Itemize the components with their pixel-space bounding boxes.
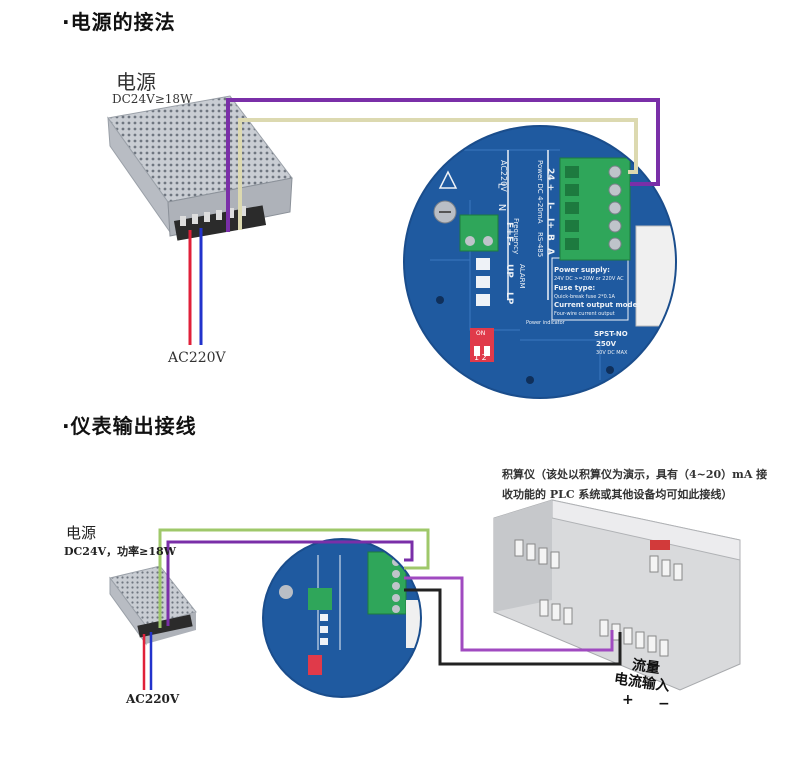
totalizer-note-line1: 积算仪（该处以积算仪为演示，具有（4~20）mA 接 bbox=[502, 468, 768, 481]
flow-totalizer-device bbox=[493, 499, 741, 691]
board-ps-title: Power supply: bbox=[554, 266, 610, 274]
power-supply-unit bbox=[107, 95, 293, 241]
totalizer-note-line2: 收功能的 PLC 系统或其他设备均可如此接线） bbox=[502, 488, 733, 501]
ac-input-label-2: AC220V bbox=[126, 692, 180, 706]
dip-switch-numbers: 1 2 bbox=[474, 353, 487, 362]
section-title-power-wiring: ·电源的接法 bbox=[62, 10, 176, 34]
board-output-value: Four-wire current output bbox=[554, 311, 615, 317]
board-fuse-value: Quick-break fuse 2*0.1A bbox=[554, 294, 615, 300]
psu-label-2: 电源 bbox=[66, 524, 97, 542]
wire-purple-24v bbox=[166, 540, 414, 626]
flow-input-minus: − bbox=[658, 696, 670, 712]
wire-green-24v bbox=[158, 528, 430, 628]
psu-spec: DC24V≥18W bbox=[112, 92, 193, 106]
psu-spec-2: DC24V，功率≥18W bbox=[64, 545, 177, 558]
relay-spec-title: SPST-NO bbox=[594, 330, 628, 338]
wire-black-output-minus bbox=[404, 588, 622, 666]
relay-spec-voltage: 250V bbox=[596, 340, 617, 348]
instrument-board-small bbox=[262, 538, 422, 698]
relay-spec-dc: 30V DC MAX bbox=[596, 350, 628, 356]
ac-input-label: AC220V bbox=[168, 350, 226, 366]
wire-purple-24v-plus bbox=[226, 98, 660, 232]
psu-label: 电源 bbox=[116, 70, 156, 94]
power-supply-unit-small bbox=[109, 565, 197, 646]
board-ps-value: 24V DC >=20W or 220V AC bbox=[554, 276, 624, 282]
board-output-title: Current output mode: bbox=[554, 301, 641, 309]
section-title-output-wiring: ·仪表输出接线 bbox=[62, 414, 197, 438]
wire-beige-24v-minus bbox=[238, 118, 638, 230]
power-wiring-diagram bbox=[107, 95, 677, 399]
board-power-indicator: Power indicator bbox=[526, 320, 565, 326]
flow-input-plus: + bbox=[622, 692, 634, 708]
dip-switch-on: ON bbox=[476, 330, 486, 337]
board-fuse-title: Fuse type: bbox=[554, 284, 596, 292]
wire-violet-output-plus bbox=[404, 576, 614, 652]
